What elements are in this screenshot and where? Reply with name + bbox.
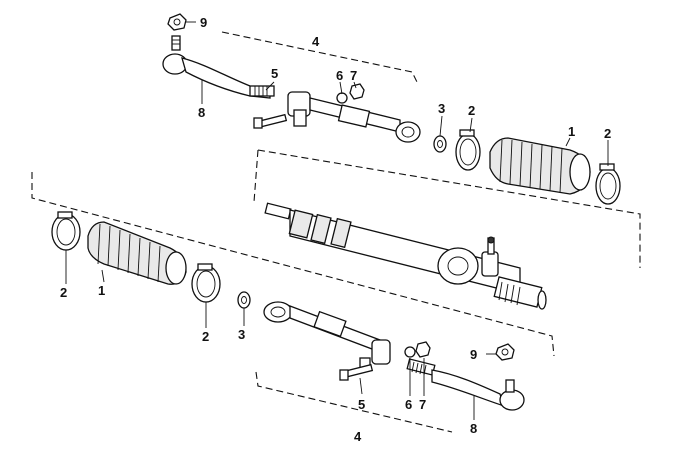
callout-2-upper-outer: 2 — [604, 126, 611, 141]
callout-4-lower: 4 — [354, 429, 362, 444]
upper-inner-tie-rod — [253, 91, 421, 143]
callout-8-upper: 8 — [198, 105, 205, 120]
upper-outer-boot-clamp — [595, 163, 621, 205]
callout-labels: 9 4 5 6 7 8 3 2 1 2 2 1 2 3 9 5 6 7 8 4 — [60, 15, 611, 444]
callout-6-upper: 6 — [336, 68, 343, 83]
lower-bellows-boot — [87, 221, 187, 285]
callout-9-upper: 9 — [200, 15, 207, 30]
callout-7-upper: 7 — [350, 68, 357, 83]
assembly-outline-upper — [221, 31, 641, 268]
upper-lock-washer — [433, 135, 447, 153]
callout-2-lower-outer: 2 — [60, 285, 67, 300]
lower-inner-tie-rod — [263, 301, 391, 381]
upper-washer-and-nut — [336, 83, 365, 104]
leader-lines — [65, 21, 609, 420]
upper-tie-rod-end — [162, 13, 275, 99]
callout-2-upper-inner: 2 — [468, 103, 475, 118]
callout-3-lower: 3 — [238, 327, 245, 342]
callout-3-upper: 3 — [438, 101, 445, 116]
lower-outer-boot-clamp — [51, 211, 81, 251]
callout-5-upper: 5 — [271, 66, 278, 81]
callout-5-lower: 5 — [358, 397, 365, 412]
callout-6-lower: 6 — [405, 397, 412, 412]
callout-8-lower: 8 — [470, 421, 477, 436]
callout-1-upper: 1 — [568, 124, 575, 139]
lower-inner-boot-clamp — [191, 263, 221, 303]
callout-9-lower: 9 — [470, 347, 477, 362]
upper-inner-boot-clamp — [455, 129, 481, 171]
assembly-outline-lower — [31, 172, 555, 433]
steering-rack-housing — [264, 202, 547, 310]
callout-4-upper: 4 — [312, 34, 320, 49]
lower-tie-rod-end — [406, 343, 525, 411]
lower-lock-washer — [237, 291, 251, 309]
lower-washer-and-nut — [404, 341, 431, 358]
callout-7-lower: 7 — [419, 397, 426, 412]
callout-1-lower: 1 — [98, 283, 105, 298]
callout-2-lower-inner: 2 — [202, 329, 209, 344]
upper-bellows-boot — [489, 137, 591, 195]
